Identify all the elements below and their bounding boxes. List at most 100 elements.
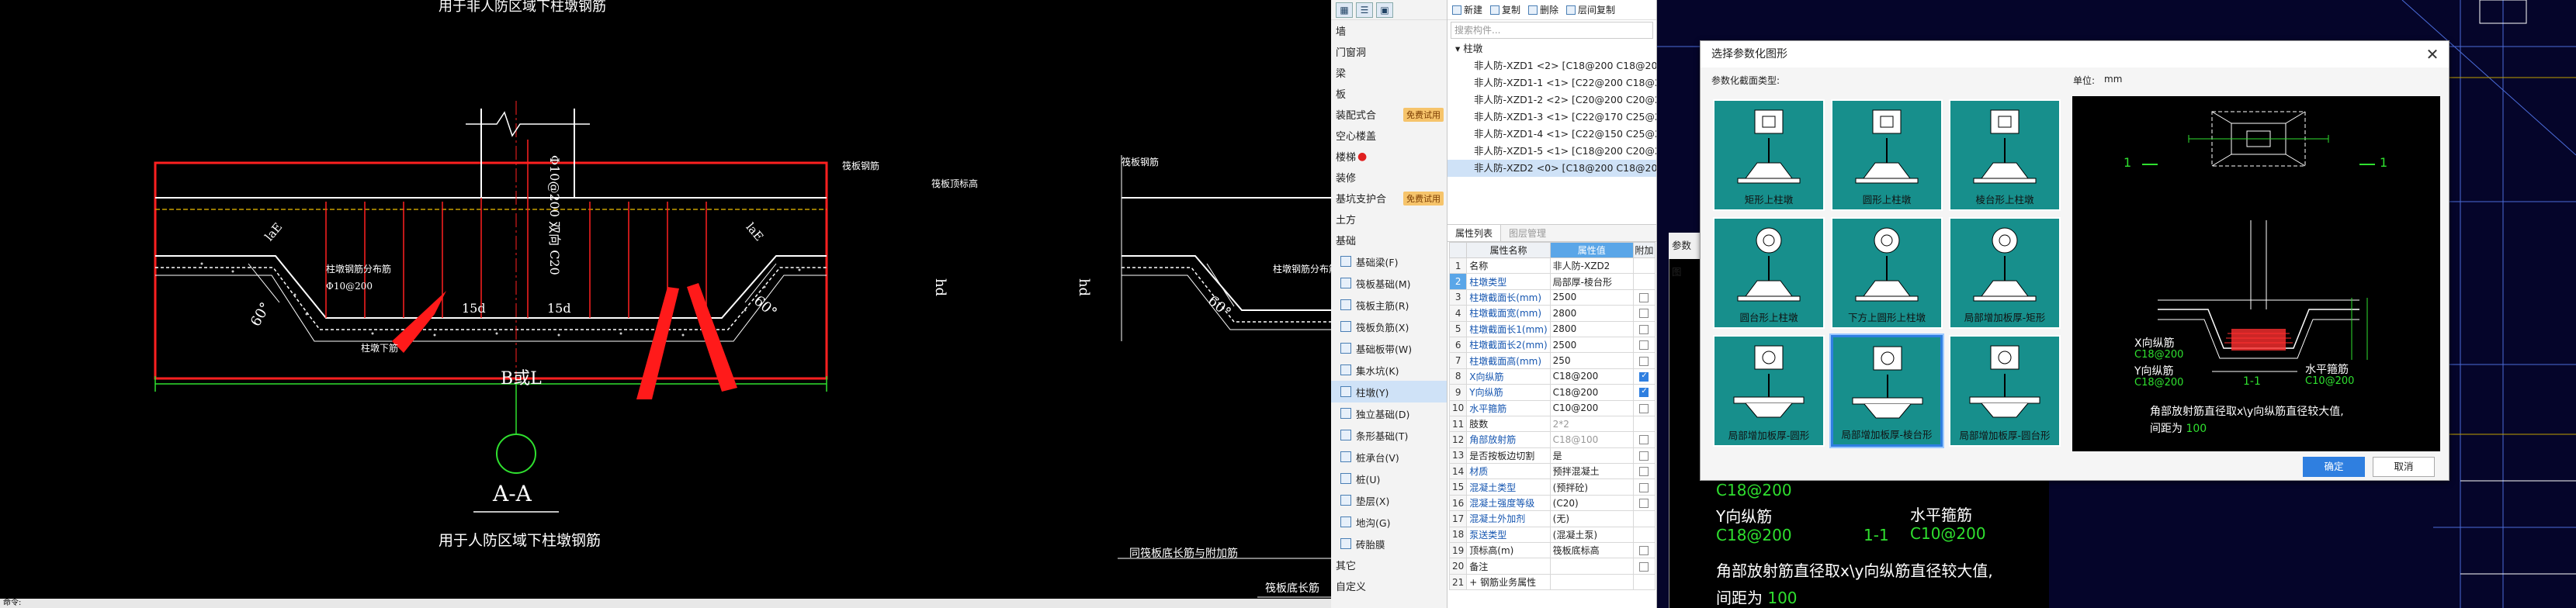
nav-item[interactable]: 门窗洞 bbox=[1331, 41, 1447, 62]
property-value[interactable]: 2800 bbox=[1549, 305, 1634, 322]
property-value[interactable]: 250 bbox=[1549, 352, 1634, 369]
nav-item[interactable]: 梁 bbox=[1331, 62, 1447, 83]
shape-option[interactable]: 下方上圆形上柱墩 bbox=[1831, 217, 1943, 329]
property-value[interactable]: 局部厚-棱台形 bbox=[1549, 273, 1634, 290]
nav-footer-item[interactable]: 自定义 bbox=[1336, 582, 1367, 593]
add-checkbox[interactable] bbox=[1639, 467, 1649, 477]
component-tree-item[interactable]: 非人防-XZD1-5 <1> [C18@200 C20@200] bbox=[1474, 145, 1656, 157]
property-value[interactable]: 2500 bbox=[1549, 288, 1634, 306]
nav-sub-item[interactable]: 基础板带(W) bbox=[1331, 337, 1447, 359]
nav-sub-item[interactable]: 地沟(G) bbox=[1331, 511, 1447, 533]
property-value[interactable]: 2500 bbox=[1549, 336, 1634, 354]
property-value[interactable] bbox=[1549, 573, 1634, 591]
nav-sub-item[interactable]: 筏板负筋(X) bbox=[1331, 316, 1447, 337]
nav-item[interactable]: 基坑支护合免费试用 bbox=[1331, 188, 1447, 209]
property-value[interactable]: (无) bbox=[1549, 510, 1634, 527]
property-value[interactable] bbox=[1549, 558, 1634, 575]
property-value[interactable]: 是 bbox=[1549, 447, 1634, 465]
add-checkbox[interactable] bbox=[1639, 499, 1649, 509]
ok-button[interactable]: 确定 bbox=[2303, 457, 2365, 477]
property-row[interactable]: 21+ 钢筋业务属性 bbox=[1448, 573, 1656, 591]
add-checkbox[interactable] bbox=[1639, 340, 1649, 351]
cad-drawing-area[interactable]: 用于非人防区域下柱墩钢筋 用于人防区域下柱墩钢筋 A-A B或L 15d 15d… bbox=[0, 0, 1331, 599]
add-checkbox[interactable] bbox=[1639, 371, 1649, 382]
property-value[interactable]: 预拌混凝土 bbox=[1549, 463, 1634, 480]
add-checkbox[interactable] bbox=[1639, 324, 1649, 334]
add-checkbox[interactable] bbox=[1639, 403, 1649, 413]
nav-item[interactable]: 基础 bbox=[1331, 230, 1447, 250]
shape-option[interactable]: 矩形上柱墩 bbox=[1713, 99, 1825, 211]
component-tree-item[interactable]: 非人防-XZD1-3 <1> [C22@170 C25@200] bbox=[1474, 111, 1656, 123]
property-value[interactable]: (预拌砼) bbox=[1549, 478, 1634, 496]
component-search-input[interactable]: 搜索构件... bbox=[1451, 22, 1653, 39]
nav-sub-item[interactable]: 筏板基础(M) bbox=[1331, 272, 1447, 294]
component-tree-item[interactable]: 非人防-XZD1-2 <2> [C20@200 C20@200] bbox=[1474, 94, 1656, 105]
property-value[interactable]: 2800 bbox=[1549, 320, 1634, 337]
nav-item[interactable]: 装配式合免费试用 bbox=[1331, 104, 1447, 125]
shape-option[interactable]: 局部增加板厚-圆形 bbox=[1713, 335, 1825, 447]
shape-option[interactable]: 局部增加板厚-矩形 bbox=[1949, 217, 2061, 329]
nav-item[interactable]: 楼梯● bbox=[1331, 146, 1447, 167]
component-tree-item[interactable]: 非人防-XZD1-4 <1> [C22@150 C25@200] bbox=[1474, 128, 1656, 140]
nav-item[interactable]: 土方 bbox=[1331, 209, 1447, 230]
nav-sub-item[interactable]: 桩(U) bbox=[1331, 468, 1447, 489]
add-checkbox[interactable] bbox=[1639, 482, 1649, 492]
property-value[interactable]: C18@200 bbox=[1549, 384, 1634, 401]
new-button[interactable]: 新建 bbox=[1452, 3, 1482, 16]
delete-button[interactable]: 删除 bbox=[1528, 3, 1558, 16]
nav-sub-item[interactable]: 桩承台(V) bbox=[1331, 446, 1447, 468]
cancel-button[interactable]: 取消 bbox=[2373, 457, 2435, 477]
tree-root[interactable]: ▾ 柱墩 bbox=[1455, 43, 1483, 54]
nav-sub-item[interactable]: 柱墩(Y) bbox=[1331, 381, 1447, 402]
layer-copy-button[interactable]: 层间复制 bbox=[1566, 3, 1615, 16]
property-value[interactable]: C18@100 bbox=[1549, 431, 1634, 448]
nav-sub-item[interactable]: 筏板主筋(R) bbox=[1331, 294, 1447, 316]
grid-icon[interactable]: ▦ bbox=[1336, 2, 1353, 18]
free-trial-badge[interactable]: 免费试用 bbox=[1403, 191, 1444, 206]
add-checkbox[interactable] bbox=[1639, 292, 1649, 302]
nav-footer-item[interactable]: 其它 bbox=[1336, 561, 1357, 572]
copy-button[interactable]: 复制 bbox=[1490, 3, 1520, 16]
add-checkbox[interactable] bbox=[1639, 546, 1649, 556]
nav-item[interactable]: 空心楼盖 bbox=[1331, 125, 1447, 146]
shape-option[interactable]: 局部增加板厚-棱台形 bbox=[1829, 333, 1944, 448]
add-checkbox[interactable] bbox=[1639, 356, 1649, 366]
nav-sub-item[interactable]: 基础梁(F) bbox=[1331, 250, 1447, 272]
tab-property-list[interactable]: 属性列表 bbox=[1447, 225, 1502, 241]
add-checkbox[interactable] bbox=[1639, 561, 1649, 572]
nav-item[interactable]: 装修 bbox=[1331, 167, 1447, 188]
property-value[interactable]: 非人防-XZD2 bbox=[1549, 257, 1634, 275]
nav-item[interactable]: 板 bbox=[1331, 83, 1447, 104]
nav-sub-item[interactable]: 砖胎膜 bbox=[1331, 533, 1447, 554]
list-icon[interactable]: ☰ bbox=[1356, 2, 1373, 18]
add-checkbox[interactable] bbox=[1639, 435, 1649, 445]
nav-item[interactable]: 墙 bbox=[1331, 20, 1447, 41]
component-tree-item[interactable]: 非人防-XZD1-1 <1> [C22@200 C18@200] bbox=[1474, 77, 1656, 88]
property-value[interactable]: 2*2 bbox=[1549, 415, 1634, 433]
nav-sub-item[interactable]: 条形基础(T) bbox=[1331, 424, 1447, 446]
close-icon[interactable]: ✕ bbox=[2425, 45, 2439, 64]
add-checkbox[interactable] bbox=[1639, 309, 1649, 319]
shape-option[interactable]: 圆形上柱墩 bbox=[1831, 99, 1943, 211]
add-checkbox[interactable] bbox=[1639, 387, 1649, 398]
nav-sub-item[interactable]: 独立基础(D) bbox=[1331, 402, 1447, 424]
panel-icon[interactable]: ▣ bbox=[1376, 2, 1393, 18]
nav-sub-item[interactable]: 集水坑(K) bbox=[1331, 359, 1447, 381]
